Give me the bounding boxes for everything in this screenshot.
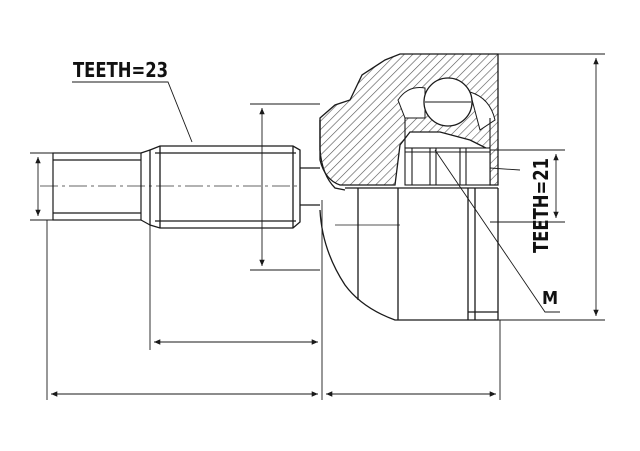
teeth-21-label: TEETH=21 bbox=[529, 158, 553, 253]
leader-lines bbox=[72, 81, 560, 313]
inner-race bbox=[404, 118, 491, 186]
m-label: M bbox=[542, 288, 558, 309]
splined-shaft bbox=[149, 145, 320, 229]
joint-housing bbox=[319, 120, 499, 321]
housing-section bbox=[319, 53, 499, 186]
teeth-23-label: TEETH=23 bbox=[73, 58, 168, 82]
dimension-lines bbox=[30, 53, 605, 400]
threaded-stub bbox=[52, 149, 151, 226]
